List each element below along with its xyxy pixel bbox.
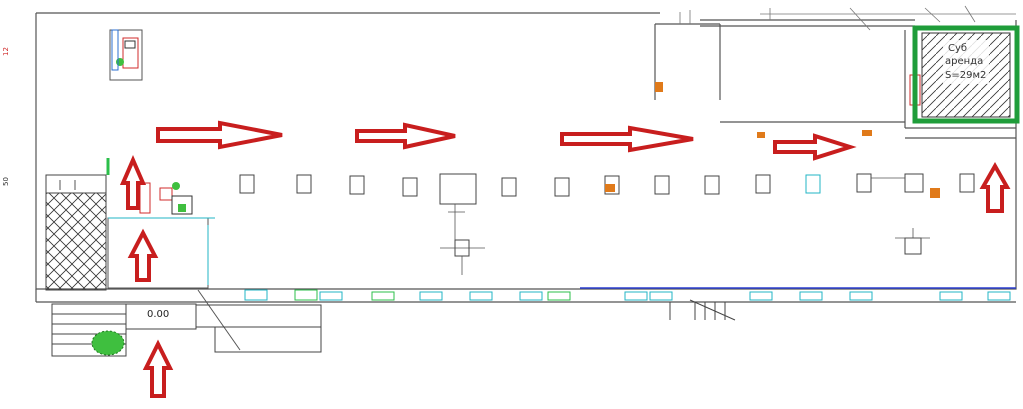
arrow-right-1 (156, 120, 283, 150)
arrow-up-1 (119, 154, 147, 210)
arrow-right-3 (560, 125, 694, 153)
outer-walls (35, 12, 1017, 303)
wc-block (109, 29, 143, 81)
arrow-right-4 (773, 133, 857, 161)
rental-area (912, 25, 1020, 124)
stair-block-top (45, 174, 107, 194)
columns (239, 173, 975, 257)
top-right-lines (679, 5, 1016, 31)
arrow-up-4 (979, 161, 1011, 213)
bottom-windows (244, 289, 1011, 301)
entrance-room (107, 217, 241, 351)
rental-label-3: S=29м2 (945, 70, 986, 81)
rental-label-1: Суб (948, 43, 967, 54)
arrow-up-3 (142, 339, 174, 398)
arrow-right-2 (355, 122, 456, 150)
flow-arrows (119, 120, 1011, 398)
side-label-top: 12 (2, 47, 10, 56)
rental-label-2: аренда (945, 56, 983, 67)
side-label-mid: 50 (2, 177, 10, 186)
shrub (91, 330, 125, 356)
stand-fixtures (106, 158, 193, 215)
level-mark: 0.00 (147, 309, 169, 320)
arrow-up-2 (127, 228, 159, 282)
column-links (440, 177, 930, 275)
